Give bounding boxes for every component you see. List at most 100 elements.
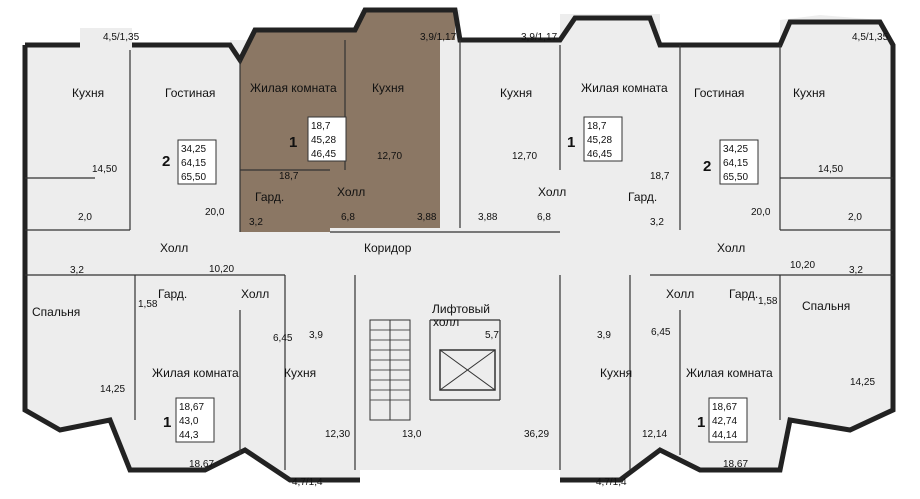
- corridor-area-center: 36,29: [524, 429, 549, 440]
- kitchen-label-left: Кухня: [72, 86, 104, 100]
- kitchen2-small-area-left: 3,9: [309, 330, 323, 341]
- kitchen2-area-right: 6,45: [651, 327, 671, 338]
- apt1-area-all-right: 46,45: [587, 149, 612, 160]
- kitchen-area-right: 14,50: [818, 164, 843, 175]
- balcony-area-center: 3,9/1,17: [420, 32, 457, 43]
- apt2-area-all-left: 44,3: [179, 430, 199, 441]
- floor-area: [25, 10, 893, 480]
- hall2-area-left: 10,20: [209, 264, 234, 275]
- balcony-bottom-right: 4,7/1,4: [596, 477, 627, 488]
- bedroom-label-left: Спальня: [32, 305, 80, 319]
- lift-hall-label-2: холл: [433, 315, 459, 329]
- apt-rooms-center: 1: [289, 134, 297, 151]
- interior-walls: [25, 40, 893, 470]
- kitchen2-area-left: 6,45: [273, 333, 293, 344]
- hall-label-right: Холл: [538, 185, 566, 199]
- closet-area-left: 3,2: [249, 217, 263, 228]
- bedroom-area-left: 14,25: [100, 384, 125, 395]
- area-388-center: 3,88: [417, 212, 437, 223]
- room-bottom-area-left: 18,67: [189, 459, 214, 470]
- apt-area-live-left: 64,15: [181, 158, 206, 169]
- apt1-area-total-right: 18,7: [587, 121, 607, 132]
- living-room-label-left-bottom: Жилая комната: [152, 366, 239, 380]
- apt3-area-live-right: 42,74: [712, 416, 737, 427]
- apt-area-box-right1: [583, 116, 623, 162]
- bath-area-left: 2,0: [78, 212, 92, 223]
- apt2-rooms-left: 1: [163, 414, 171, 431]
- bedroom-label-right: Спальня: [802, 299, 850, 313]
- apt-area-all-center: 46,45: [311, 149, 336, 160]
- apt-area-live-center: 45,28: [311, 135, 336, 146]
- hall2-label-left: Холл: [241, 287, 269, 301]
- staircase: [369, 319, 411, 421]
- living-label-right: Гостиная: [694, 86, 744, 100]
- balcony-area-right-2: 4,5/1,35: [852, 32, 889, 43]
- wardrobe-label-left: Гард.: [158, 287, 187, 301]
- hall-label-center: Холл: [337, 185, 365, 199]
- apt3-rooms-right: 1: [697, 414, 705, 431]
- kitchen2-label-left: Кухня: [284, 366, 316, 380]
- apt2-rooms-right: 2: [703, 158, 711, 175]
- apt-rooms-left: 2: [162, 153, 170, 170]
- kitchen-label-center: Кухня: [372, 81, 404, 95]
- balcony-area-right-1: 3,9/1,17: [521, 32, 558, 43]
- room-area-center: 18,7: [279, 171, 299, 182]
- kitchen2-label-right: Кухня: [600, 366, 632, 380]
- wardrobe-label-right: Гард.: [628, 190, 657, 204]
- hall-area-right: 12,70: [512, 151, 537, 162]
- apt2-area-total-left: 18,67: [179, 402, 204, 413]
- hall-area-center: 12,70: [377, 151, 402, 162]
- wardrobe2-area-right: 1,58: [758, 296, 778, 307]
- hall2-label-right: Холл: [717, 241, 745, 255]
- area-68-center: 6,8: [341, 212, 355, 223]
- kitchen2-small-area-right: 3,9: [597, 330, 611, 341]
- apt2-area-all-right: 65,50: [723, 172, 748, 183]
- wardrobe-label-center: Гард.: [255, 190, 284, 204]
- kitchen-area-left: 14,50: [92, 164, 117, 175]
- room-bottom-area-right: 18,67: [723, 459, 748, 470]
- lift-hall-label-1: Лифтовый: [432, 302, 490, 316]
- balcony-bottom-left: 4,7/1,4: [292, 477, 323, 488]
- area-68-right: 6,8: [537, 212, 551, 223]
- hall-area2-right: 20,0: [751, 207, 771, 218]
- balcony-area-left: 4,5/1,35: [103, 32, 140, 43]
- apt2-area-live-right: 64,15: [723, 158, 748, 169]
- highlighted-apartment: [240, 10, 455, 232]
- apt-area-box-left: [177, 139, 217, 185]
- apt3-area-all-right: 44,14: [712, 430, 737, 441]
- apt-area-total-left: 34,25: [181, 144, 206, 155]
- hall2-area-right: 10,20: [790, 260, 815, 271]
- living-room-label-center: Жилая комната: [250, 81, 337, 95]
- apt-area-box-right2: [719, 139, 759, 185]
- closet-area-right: 3,2: [650, 217, 664, 228]
- living-room-label-right: Жилая комната: [581, 81, 668, 95]
- area-388-right: 3,88: [478, 212, 498, 223]
- apt-area-box-bottom-right: [708, 397, 748, 443]
- apt1-rooms-right: 1: [567, 134, 575, 151]
- hall-area-left: 20,0: [205, 207, 225, 218]
- corridor-area-left: 12,30: [325, 429, 350, 440]
- corridor-area-right: 12,14: [642, 429, 667, 440]
- apt-area-all-left: 65,50: [181, 172, 206, 183]
- bath2-area-right: 3,2: [849, 265, 863, 276]
- lift-shaft: [439, 349, 496, 391]
- room-area-right: 18,7: [650, 171, 670, 182]
- apt1-area-live-right: 45,28: [587, 135, 612, 146]
- wardrobe-area-left: 1,58: [138, 299, 158, 310]
- lift-area: 5,7: [485, 330, 499, 341]
- hall3-label-right: Холл: [666, 287, 694, 301]
- living-label-left: Гостиная: [165, 86, 215, 100]
- hall-label-left: Холл: [160, 241, 188, 255]
- bath-area-right: 2,0: [848, 212, 862, 223]
- wardrobe2-label-right: Гард.: [729, 287, 758, 301]
- apt-area-box-bottom-left: [175, 397, 215, 443]
- stair-area: 13,0: [402, 429, 422, 440]
- apt3-area-total-right: 18,67: [712, 402, 737, 413]
- bedroom-area-right: 14,25: [850, 377, 875, 388]
- kitchen-label-right-2: Кухня: [793, 86, 825, 100]
- corridor-label: Коридор: [364, 241, 412, 255]
- apt2-area-live-left: 43,0: [179, 416, 199, 427]
- living-room2-label-right: Жилая комната: [686, 366, 773, 380]
- apt-area-total-center: 18,7: [311, 121, 331, 132]
- kitchen-label-right-1: Кухня: [500, 86, 532, 100]
